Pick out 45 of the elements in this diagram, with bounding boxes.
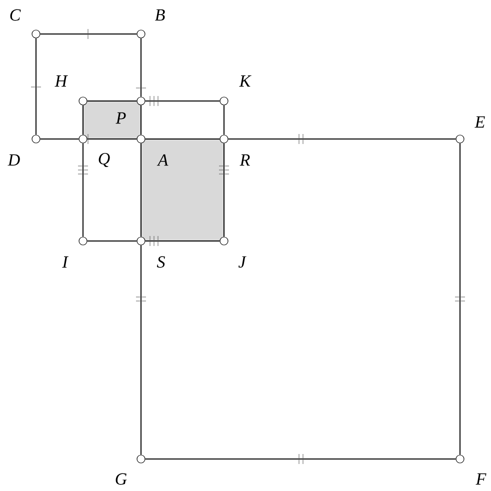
point — [78, 134, 88, 144]
point — [78, 96, 88, 106]
point-label: Q — [98, 153, 110, 167]
point-label: I — [62, 256, 68, 268]
point — [136, 96, 146, 106]
point — [78, 236, 88, 246]
segment — [140, 142, 142, 238]
point-label: D — [8, 154, 20, 166]
point-label: E — [474, 116, 485, 128]
point — [220, 96, 228, 106]
segment — [140, 38, 142, 98]
segment — [86, 100, 138, 102]
segment — [144, 240, 220, 242]
point-label: K — [239, 75, 252, 87]
point-label: A — [156, 154, 168, 166]
segment — [82, 104, 84, 136]
point — [456, 134, 464, 144]
point — [456, 454, 464, 464]
point-label: F — [476, 473, 486, 485]
segment — [140, 244, 142, 456]
segment — [86, 240, 138, 242]
point-label: G — [116, 473, 127, 485]
point — [136, 134, 146, 144]
point — [220, 134, 228, 144]
point-label: C — [10, 9, 21, 21]
point — [32, 134, 40, 144]
segment — [82, 142, 84, 238]
point — [136, 30, 146, 38]
point-label: S — [156, 256, 165, 268]
point — [220, 236, 228, 246]
point-label: P — [116, 112, 126, 124]
segment — [144, 138, 220, 140]
segment — [144, 458, 456, 460]
segment — [86, 138, 138, 140]
point-label: R — [240, 154, 250, 166]
segment — [40, 138, 80, 140]
point — [136, 454, 146, 464]
point — [32, 30, 40, 38]
point-label: B — [154, 9, 165, 21]
segment — [140, 104, 142, 136]
point-label: H — [54, 75, 68, 87]
point-label: J — [238, 256, 246, 268]
segment — [144, 100, 220, 102]
point — [136, 236, 146, 246]
segment — [228, 138, 456, 140]
